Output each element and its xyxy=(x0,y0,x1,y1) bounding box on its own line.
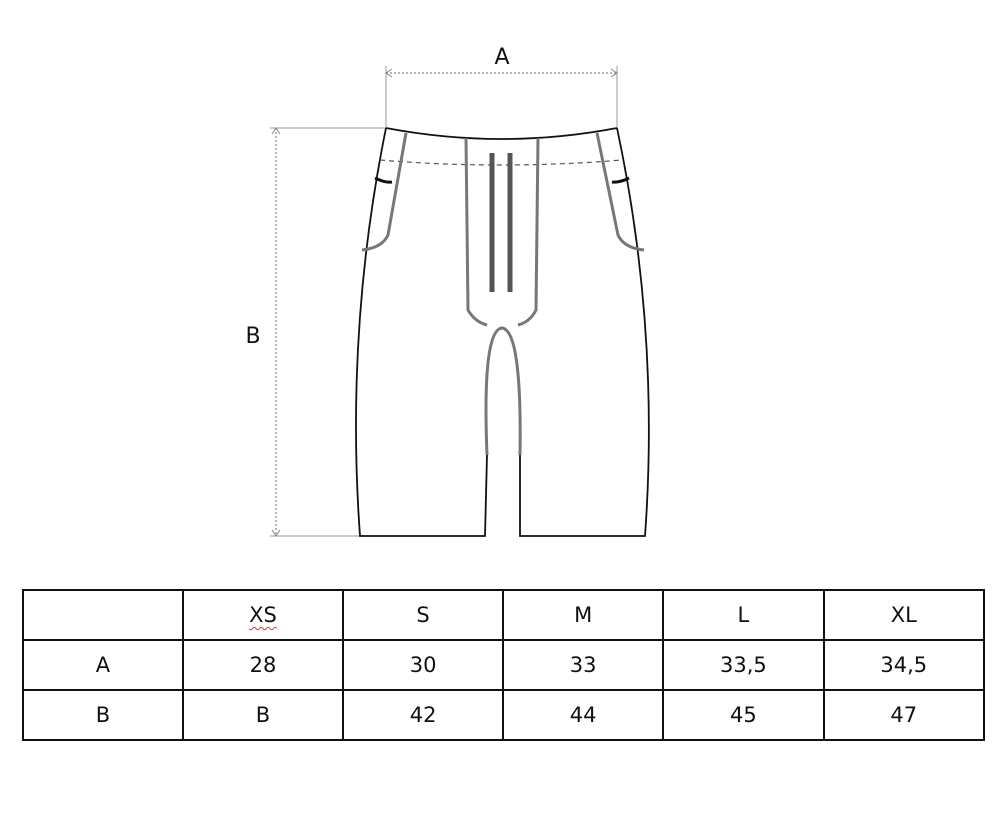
header-xs: XS xyxy=(249,603,277,627)
header-cell: XL xyxy=(822,589,986,641)
table-header-row: XS S M L XL xyxy=(22,589,986,641)
table-cell: 33 xyxy=(502,639,665,691)
row-label: B xyxy=(22,689,184,741)
table-cell: 28 xyxy=(181,639,345,691)
table-cell: 45 xyxy=(662,689,825,741)
table-cell: 42 xyxy=(342,689,505,741)
table-cell: B xyxy=(181,689,345,741)
shorts-outline xyxy=(355,127,650,537)
size-table: XS S M L XL A 28 30 33 33,5 34,5 B B 42 … xyxy=(22,589,986,741)
header-cell xyxy=(22,589,184,641)
header-cell: XS xyxy=(181,589,345,641)
row-label: A xyxy=(22,639,184,691)
dimension-a-label: A xyxy=(494,45,509,70)
table-cell: 44 xyxy=(502,689,665,741)
table-cell: 33,5 xyxy=(662,639,825,691)
table-row: A 28 30 33 33,5 34,5 xyxy=(22,639,986,691)
shorts-diagram: A B xyxy=(245,45,650,537)
dimension-b: B xyxy=(245,127,386,537)
table-cell: 47 xyxy=(822,689,986,741)
table-cell: 30 xyxy=(342,639,505,691)
header-cell: L xyxy=(662,589,825,641)
header-cell: M xyxy=(502,589,665,641)
dimension-b-label: B xyxy=(245,324,260,349)
table-row: B B 42 44 45 47 xyxy=(22,689,986,741)
dimension-a: A xyxy=(385,45,618,130)
table-cell: 34,5 xyxy=(822,639,986,691)
header-cell: S xyxy=(342,589,505,641)
